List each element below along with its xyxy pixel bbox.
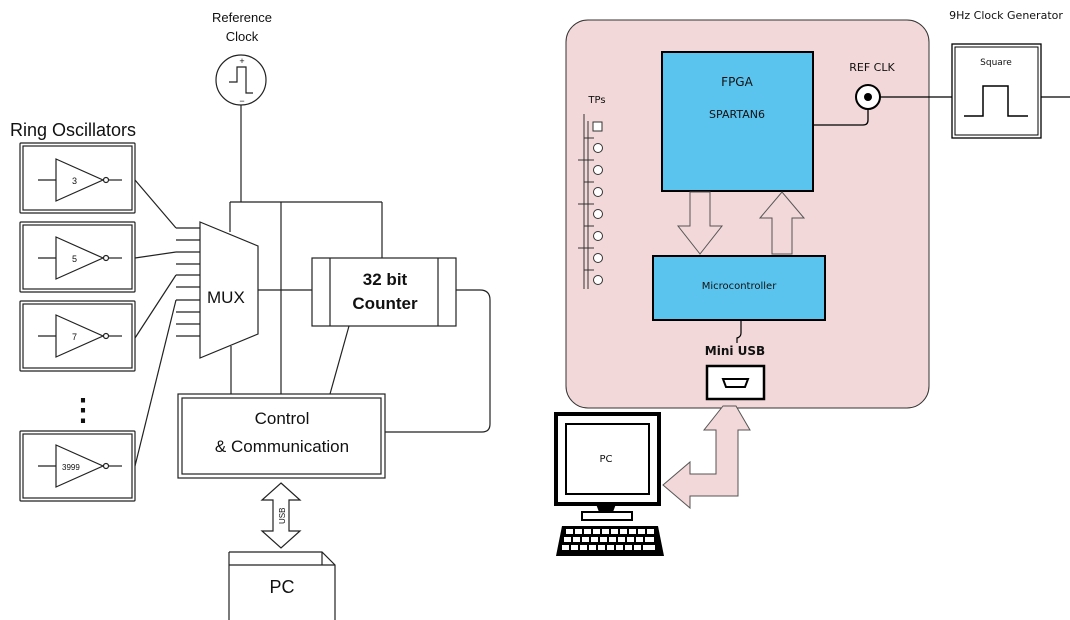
ring-oscillator-4: 3999 bbox=[19, 430, 136, 502]
usb-double-arrow-icon bbox=[260, 482, 302, 549]
reference-clock-label-1: Reference bbox=[212, 10, 272, 25]
clock-generator-title: 9Hz Clock Generator bbox=[949, 9, 1063, 22]
mini-usb-label: Mini USB bbox=[705, 344, 765, 358]
fpga-model-label: SPARTAN6 bbox=[709, 108, 765, 121]
test-points-label: TPs bbox=[587, 95, 605, 106]
inverter-icon bbox=[55, 236, 105, 280]
microcontroller-block: Microcontroller bbox=[652, 255, 826, 321]
oscillator-stage-count: 7 bbox=[72, 332, 77, 342]
oscillator-stage-count: 5 bbox=[72, 254, 77, 264]
fpga-label: FPGA bbox=[721, 75, 753, 89]
clock-wave-icon bbox=[229, 66, 253, 94]
mini-usb-port: Mini USB bbox=[705, 344, 766, 401]
mux-block: MUX bbox=[199, 221, 259, 359]
counter-block: 32 bit Counter bbox=[311, 257, 457, 327]
fpga-block: FPGA SPARTAN6 bbox=[661, 51, 814, 192]
control-label-1: Control bbox=[255, 409, 310, 428]
control-label-2: & Communication bbox=[215, 437, 349, 456]
clock-generator: 9Hz Clock Generator Square bbox=[949, 9, 1070, 139]
counter-label-2: Counter bbox=[352, 294, 418, 313]
clock-minus-sign: − bbox=[239, 96, 244, 106]
arrow-up-icon bbox=[758, 191, 806, 255]
usb-port-icon bbox=[721, 378, 750, 388]
ring-oscillator-2: 5 bbox=[19, 221, 136, 293]
right-pc: PC bbox=[554, 412, 664, 556]
left-diagram: Reference Clock + − Ring Oscillators 3 5 bbox=[10, 10, 491, 620]
ring-oscillator-3: 7 bbox=[19, 300, 136, 372]
microcontroller-label: Microcontroller bbox=[702, 281, 778, 292]
clock-wires bbox=[229, 105, 383, 395]
reference-clock: Reference Clock + − bbox=[212, 10, 272, 106]
inverter-icon bbox=[55, 314, 105, 358]
ring-oscillators-title: Ring Oscillators bbox=[10, 120, 136, 140]
usb-link-label: USB bbox=[278, 508, 287, 524]
mux-label: MUX bbox=[207, 288, 245, 307]
counter-feedback-wire bbox=[385, 289, 491, 433]
arrow-down-icon bbox=[676, 191, 724, 255]
ellipsis-indicator: ⋮ bbox=[68, 394, 98, 427]
usb-connection-arrow-icon bbox=[662, 405, 751, 510]
left-pc-label: PC bbox=[269, 577, 294, 597]
left-pc: PC bbox=[228, 551, 336, 620]
keyboard-icon bbox=[556, 526, 664, 556]
inverter-icon bbox=[55, 444, 105, 488]
oscillator-stage-count: 3999 bbox=[62, 463, 80, 472]
control-block: Control & Communication bbox=[177, 393, 386, 479]
oscillator-wires bbox=[134, 179, 200, 467]
right-pc-label: PC bbox=[599, 454, 612, 465]
inverter-icon bbox=[55, 158, 105, 202]
counter-label-1: 32 bit bbox=[363, 270, 408, 289]
ref-clk-label: REF CLK bbox=[849, 61, 895, 74]
clock-generator-wave-label: Square bbox=[980, 58, 1012, 68]
right-diagram: FPGA SPARTAN6 REF CLK 9Hz Clock Generato… bbox=[554, 9, 1070, 556]
square-wave-icon bbox=[964, 85, 1028, 117]
test-points: TPs bbox=[578, 95, 606, 289]
usb-link: USB bbox=[260, 482, 302, 549]
clock-plus-sign: + bbox=[239, 56, 244, 66]
reference-clock-label-2: Clock bbox=[226, 29, 259, 44]
ring-oscillator-1: 3 bbox=[19, 142, 136, 214]
oscillator-stage-count: 3 bbox=[72, 176, 77, 186]
ref-clk: REF CLK bbox=[813, 61, 952, 126]
